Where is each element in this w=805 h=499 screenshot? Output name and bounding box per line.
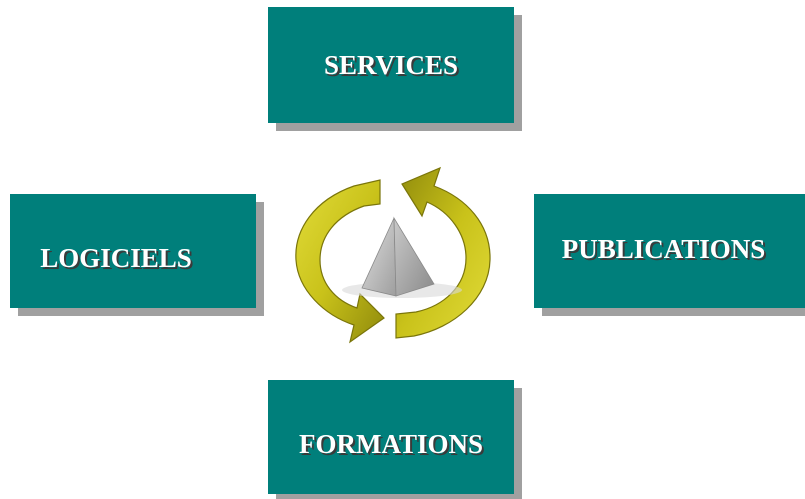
services-box: SERVICES [268, 7, 514, 123]
formations-box: FORMATIONS [268, 380, 514, 494]
logiciels-label: LOGICIELS [40, 242, 192, 273]
cycle-arrow-left-icon [295, 179, 385, 344]
formations-label: FORMATIONS [298, 428, 483, 459]
cycle-diagram [295, 166, 491, 344]
publications-box: PUBLICATIONS [534, 194, 805, 308]
logiciels-box: LOGICIELS [10, 194, 256, 308]
services-label: SERVICES [323, 49, 459, 80]
publications-label: PUBLICATIONS [561, 233, 766, 264]
pyramid-icon [342, 216, 462, 298]
